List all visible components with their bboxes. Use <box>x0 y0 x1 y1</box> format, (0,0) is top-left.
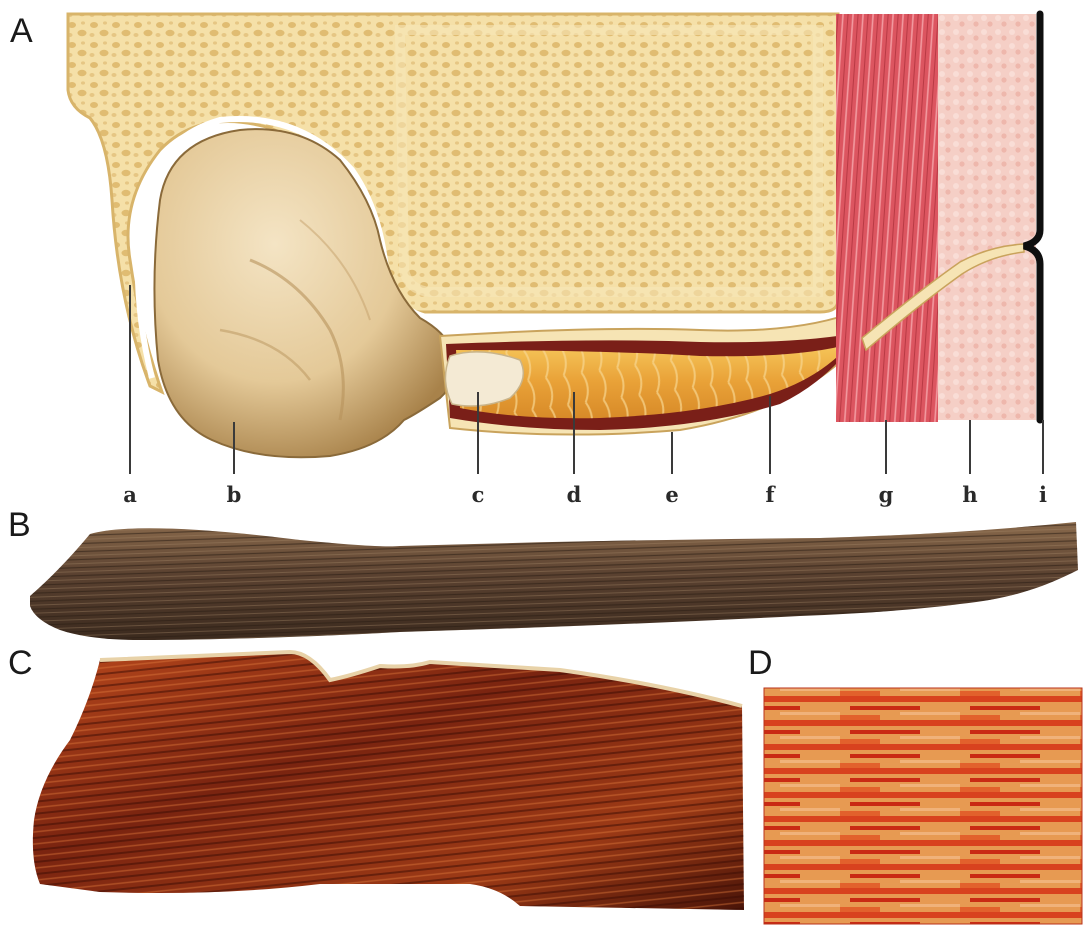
specimen-d <box>764 688 1082 924</box>
panel-letter-d: D <box>748 646 773 680</box>
label-i: i <box>1039 484 1047 505</box>
panel-a-illustration <box>68 14 1043 474</box>
label-a: a <box>123 484 137 505</box>
label-f: f <box>765 484 774 505</box>
label-b: b <box>227 484 242 505</box>
tissue-layer <box>938 14 1036 420</box>
label-h: h <box>962 484 977 505</box>
label-g: g <box>879 484 894 505</box>
panel-letter-c: C <box>8 646 33 680</box>
label-e: e <box>665 484 678 505</box>
panel-c-photo <box>33 652 744 910</box>
label-d: d <box>567 484 582 505</box>
panel-b-photo <box>30 522 1078 640</box>
muscle-layer <box>836 14 938 422</box>
label-c: c <box>472 484 485 505</box>
panel-d-photo <box>764 688 1082 924</box>
panel-letter-a: A <box>10 14 33 48</box>
panel-letter-b: B <box>8 508 31 542</box>
